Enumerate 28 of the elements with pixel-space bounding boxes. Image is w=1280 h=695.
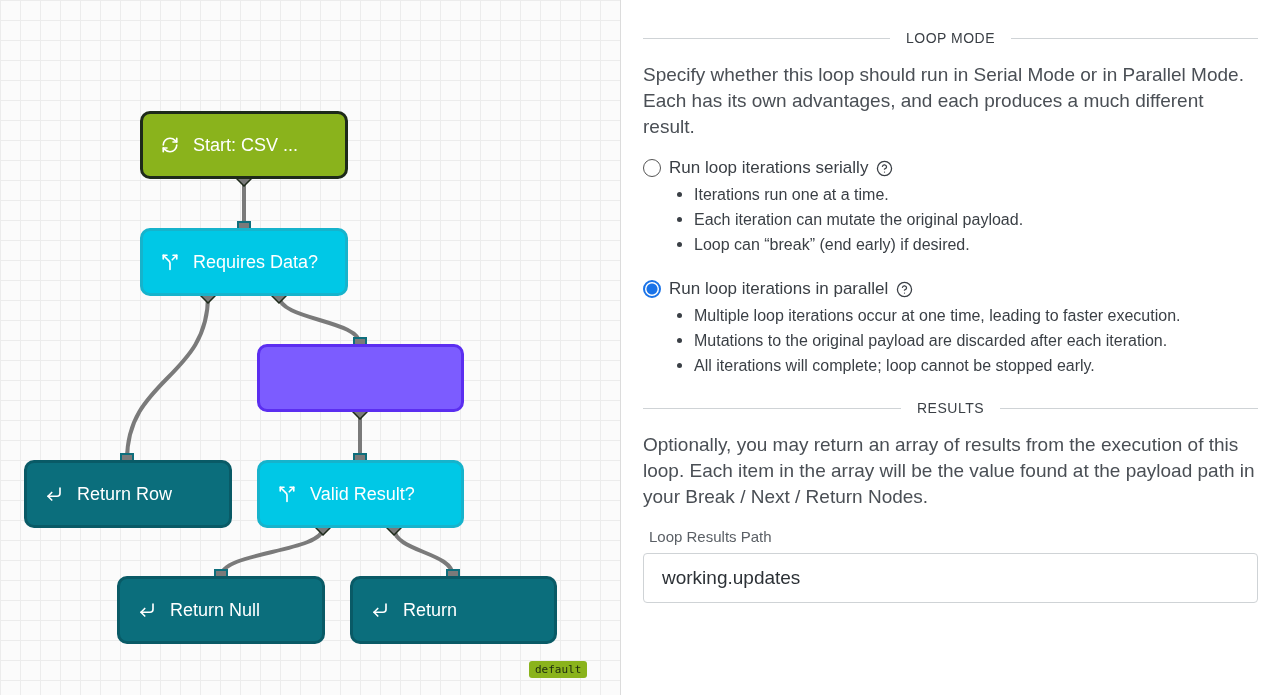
return-node	[117, 576, 325, 644]
node-label: Return Row	[77, 483, 173, 505]
node-label: Requires Data?	[193, 251, 319, 273]
section-heading: LOOP MODE	[906, 30, 996, 46]
section-heading: RESULTS	[917, 400, 985, 416]
bullet-item: Multiple loop iterations occur at one time, leading to faster execution.	[694, 307, 1181, 324]
description-text: Optionally, you may return an array of results from the execution of this loop. Each item in the array will be the value found at the payload path in your Break / Next / Return Nodes.	[643, 433, 1256, 509]
option-label: Run loop iterations in parallel	[669, 279, 889, 299]
description-text: Specify whether this loop should run in Serial Mode or in Parallel Mode. Each has its own advantages, and each produces a much different result.	[643, 63, 1245, 139]
bullet-item: Loop can “break” (end early) if desired.	[694, 236, 970, 253]
field-label: Loop Results Path	[649, 528, 773, 545]
option-label: Run loop iterations serially	[669, 158, 869, 178]
status-tag: default	[529, 661, 588, 678]
node-label: Return	[403, 599, 458, 621]
bullet-item: All iterations will complete; loop cannot be stopped early.	[694, 357, 1095, 374]
condition-node	[140, 228, 348, 296]
return-node	[24, 460, 232, 528]
node-label: Start: CSV ...	[193, 134, 299, 156]
service-node	[257, 344, 464, 412]
condition-node	[257, 460, 464, 528]
bullet-item: Iterations run one at a time.	[694, 186, 889, 203]
bullet-item: Each iteration can mutate the original payload.	[694, 211, 1024, 228]
return-node	[350, 576, 557, 644]
node-label: Valid Result?	[310, 483, 415, 505]
node-label: Return Null	[170, 599, 261, 621]
input-field: working.updates	[643, 553, 1258, 603]
bullet-item: Mutations to the original payload are discarded after each iteration.	[694, 332, 1168, 349]
trigger-node	[140, 111, 348, 179]
